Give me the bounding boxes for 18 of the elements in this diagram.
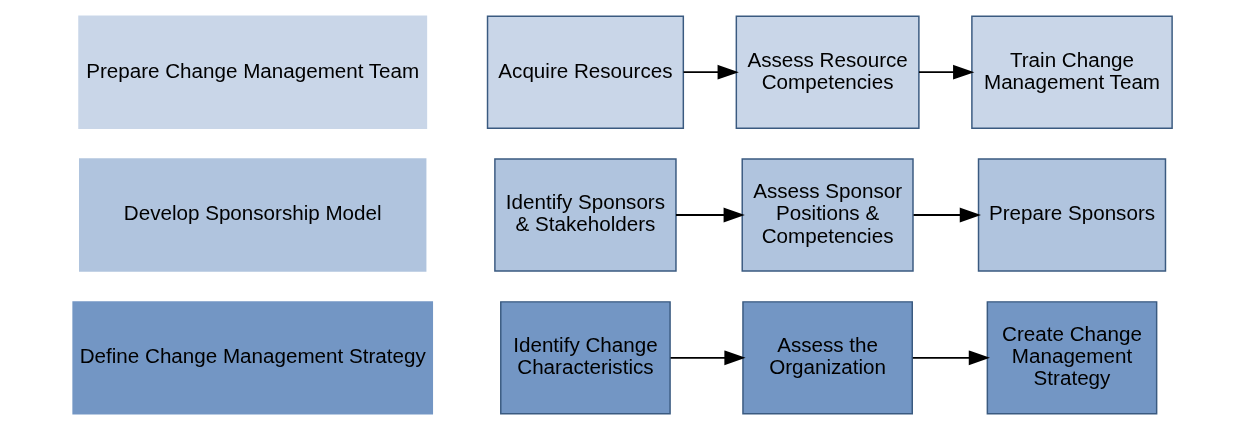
arrow: [669, 350, 746, 366]
node-box: Define Change Management Strategy: [69, 298, 436, 418]
node-box: Prepare Sponsors: [977, 158, 1167, 272]
node-box: Create Change Management Strategy: [986, 301, 1158, 415]
node-box: Prepare Change Management Team: [75, 12, 431, 132]
node-box: Acquire Resources: [486, 15, 685, 129]
node-box: Identify Change Characteristics: [500, 301, 671, 415]
arrow: [918, 64, 975, 80]
arrow: [911, 350, 990, 366]
node-box: Identify Sponsors & Stakeholders: [494, 158, 677, 272]
node-box: Assess Resource Competencies: [735, 15, 920, 129]
arrow: [912, 207, 981, 223]
node-box: Train Change Management Team: [971, 15, 1173, 129]
arrow: [682, 64, 739, 80]
node-box: Assess the Organization: [742, 301, 913, 415]
node-box: Develop Sponsorship Model: [76, 155, 430, 275]
arrow: [675, 207, 745, 223]
node-box: Assess Sponsor Positions & Competencies: [741, 158, 914, 272]
